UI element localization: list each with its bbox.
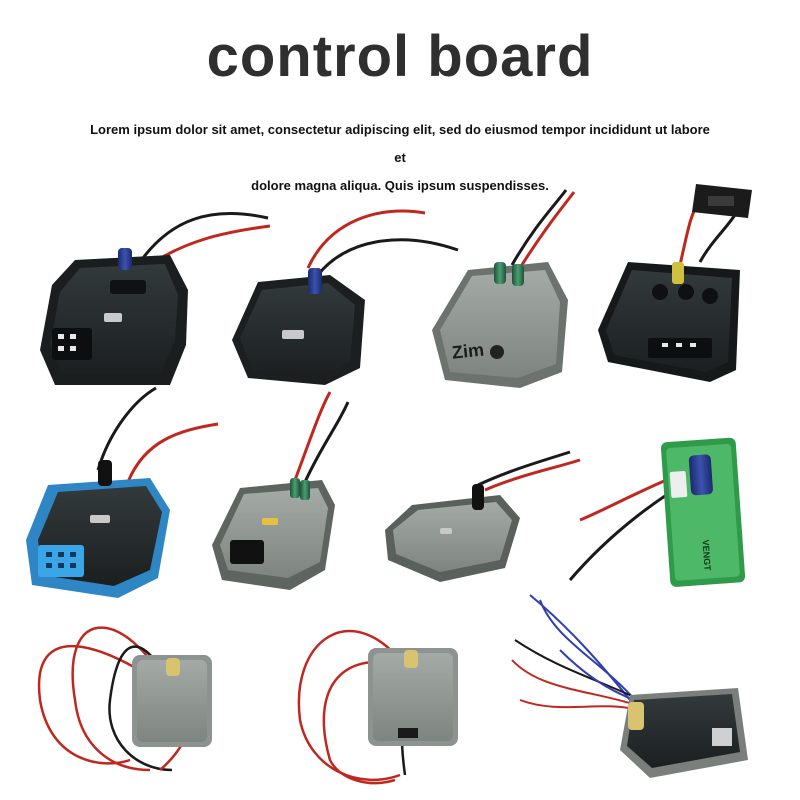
description-line-2: dolore magna aliqua. Quis ipsum suspendi… [251, 178, 549, 193]
product-green-pcb: VENGT [568, 437, 746, 587]
product-black-board-rounded [232, 209, 459, 385]
description-line-1: Lorem ipsum dolor sit amet, consectetur … [90, 122, 710, 165]
product-black-board-wide [40, 211, 271, 385]
product-grey-square-board-red-wires [37, 626, 212, 772]
product-grey-board: Zim [432, 189, 576, 388]
page-title: control board [206, 24, 594, 89]
description: Lorem ipsum dolor sit amet, consectetur … [90, 116, 710, 200]
product-grey-square-board-red-black-wires [297, 629, 458, 785]
vengt-logo: VENGT [700, 539, 712, 571]
product-grey-board-small [212, 391, 350, 590]
product-black-board-blue-wires [511, 594, 748, 778]
zim-logo: Zim [451, 340, 485, 363]
product-blue-frame-board [26, 386, 219, 598]
product-black-board-with-connector [598, 184, 752, 382]
product-grey-board-angled [385, 450, 581, 582]
